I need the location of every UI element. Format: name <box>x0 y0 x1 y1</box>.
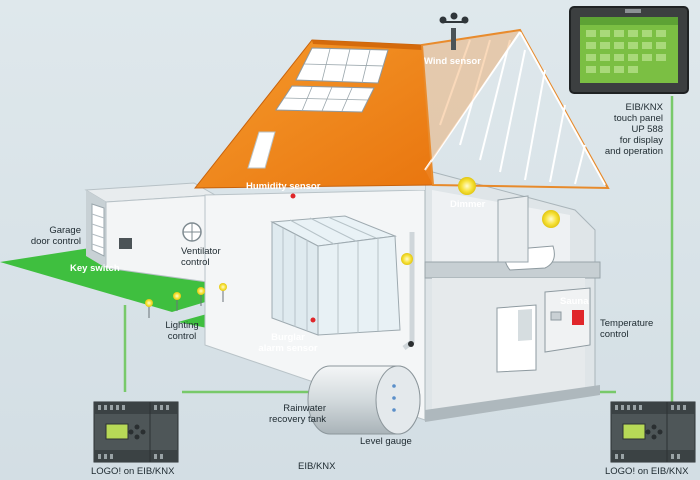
temperature-control-label: Temperature control <box>600 318 654 340</box>
skylight <box>247 131 276 169</box>
sauna-cabin <box>544 287 591 353</box>
humidity-sensor-label: Humidity sensor <box>246 181 321 192</box>
garden-lamps <box>145 283 227 318</box>
level-gauge-label: Level gauge <box>360 436 412 447</box>
dimmer-lamp-2 <box>542 210 560 228</box>
rainwater-tank-label: Rainwater recovery tank <box>268 403 326 425</box>
rainwater-tank <box>307 365 421 435</box>
burglar-alarm-sensor-label: Burglar alarm sensor <box>258 332 318 354</box>
touch-panel-label: EIB/KNX touch panel UP 588 for display a… <box>604 102 663 157</box>
conservatory <box>270 215 401 336</box>
logic-module-icon <box>93 401 179 463</box>
garage-door-control-label: Garage door control <box>30 225 81 247</box>
burglar-alarm-sensor-dot <box>310 317 316 323</box>
key-switch-label: Key switch <box>70 263 120 274</box>
logo-right-label: LOGO! on EIB/KNX <box>605 466 689 477</box>
dimmer-lamp-1 <box>458 177 476 195</box>
logo-left-label: LOGO! on EIB/KNX <box>91 466 175 477</box>
roof <box>193 28 610 199</box>
ventilator-control-label: Ventilator control <box>181 246 221 268</box>
anemometer-icon <box>439 12 469 50</box>
logic-module-icon <box>610 401 696 463</box>
garage <box>84 182 217 284</box>
solar-panels <box>275 47 389 113</box>
lighting-control-label: Lighting control <box>165 320 199 342</box>
bus-label: EIB/KNX <box>298 461 336 472</box>
humidity-sensor-dot <box>290 193 296 199</box>
wind-sensor-label: Wind sensor <box>424 56 481 67</box>
temperature-control-device <box>572 310 584 325</box>
touch-panel-icon <box>569 6 689 94</box>
lawn-left <box>0 248 262 312</box>
porch-lamp <box>401 253 413 265</box>
sauna-label: Sauna <box>560 296 589 307</box>
dimmer-label: Dimmer <box>450 199 486 210</box>
key-switch-box <box>119 238 132 249</box>
